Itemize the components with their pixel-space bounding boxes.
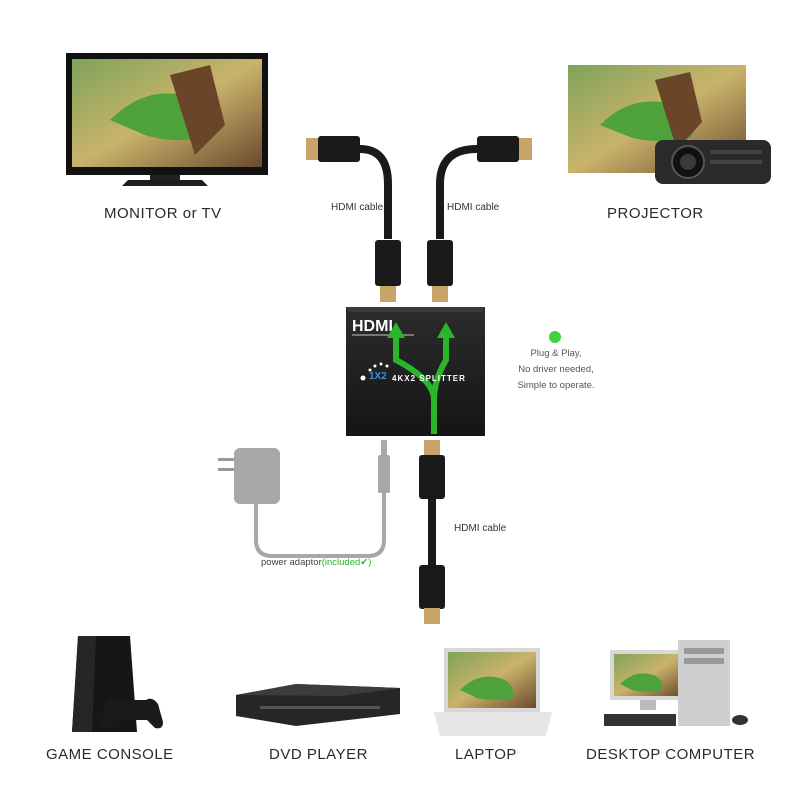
label-hdmi-cable-left: HDMI cable <box>331 202 384 213</box>
splitter-name: 4KX2 SPLITTER <box>392 374 466 383</box>
label-desktop-computer: DESKTOP COMPUTER <box>586 746 756 763</box>
power-adaptor-label: power adaptor(included✔) <box>261 557 371 568</box>
feature-plug-play: Plug & Play, <box>530 348 582 359</box>
label-dvd-player: DVD PLAYER <box>269 746 368 763</box>
label-game-console: GAME CONSOLE <box>46 746 174 763</box>
splitter-model: 1X2 <box>369 371 387 382</box>
label-laptop: LAPTOP <box>455 746 517 763</box>
game-console-image <box>72 636 163 732</box>
power-included-close: ) <box>368 557 372 568</box>
check-icon: ✔ <box>360 557 369 568</box>
hdmi-splitter-box: HDMI <box>346 307 485 436</box>
laptop-image <box>434 648 552 736</box>
hdmi-cable-output-left <box>306 136 401 302</box>
power-adaptor-image <box>218 440 390 558</box>
power-adaptor-text: power adaptor <box>261 557 322 568</box>
feature-dot <box>549 331 561 343</box>
splitter-logo: HDMI <box>352 318 393 335</box>
feature-simple: Simple to operate. <box>517 380 595 391</box>
power-included-text: (included <box>321 557 361 568</box>
label-projector: PROJECTOR <box>607 205 704 222</box>
monitor-image <box>66 53 268 186</box>
label-hdmi-cable-right: HDMI cable <box>447 202 500 213</box>
desktop-computer-image <box>604 640 748 726</box>
feature-list: Plug & Play, No driver needed, Simple to… <box>512 346 600 394</box>
label-hdmi-cable-input: HDMI cable <box>454 523 507 534</box>
feature-no-driver: No driver needed, <box>518 364 594 375</box>
dvd-player-image <box>236 684 400 726</box>
hdmi-cable-output-right <box>427 136 532 302</box>
projector-image <box>568 65 771 184</box>
label-monitor: MONITOR or TV <box>104 205 222 222</box>
hdmi-cable-input <box>419 440 445 624</box>
